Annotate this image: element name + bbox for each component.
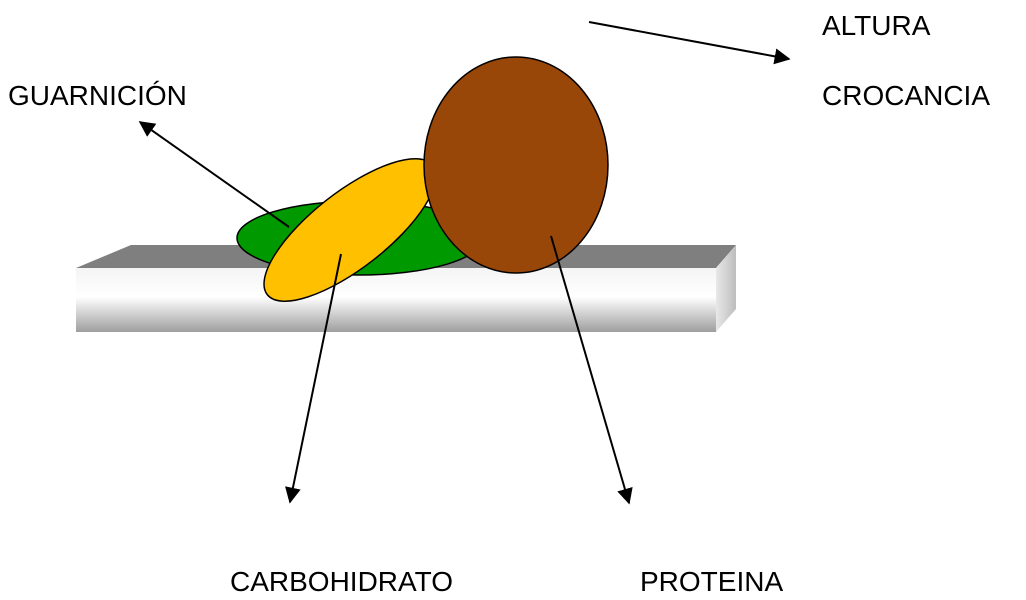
proteina-label: PROTEINA — [640, 568, 783, 596]
altura-label: ALTURA — [822, 12, 930, 40]
guarnicion-arrow — [140, 122, 289, 227]
crocancia-label: CROCANCIA — [822, 82, 990, 110]
altura-arrow — [589, 22, 789, 59]
plate-front-face — [76, 268, 716, 332]
protein-shape — [424, 57, 608, 273]
guarnicion-label: GUARNICIÓN — [8, 82, 187, 110]
carbohidrato-label: CARBOHIDRATO — [230, 568, 453, 596]
